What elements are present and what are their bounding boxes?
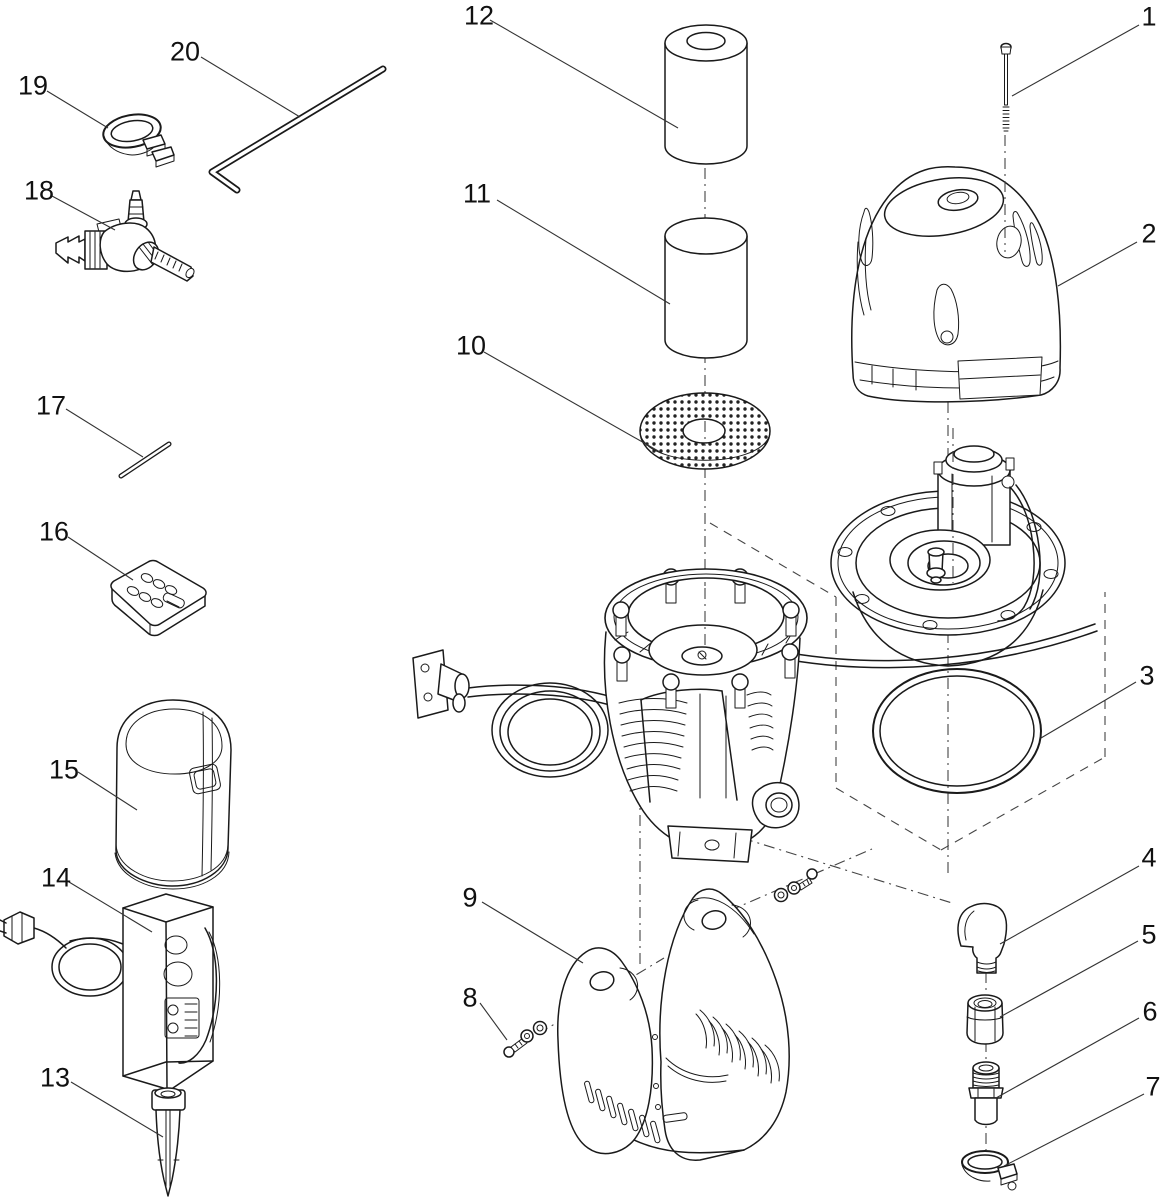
pump-housing [603,568,808,863]
foam-cylinder-bored [664,24,748,165]
cord-plug [0,911,35,945]
leader-line-14 [68,881,153,933]
leader-line-2 [1057,241,1138,287]
leader-line-7 [1003,1093,1145,1167]
mains-plug [412,649,470,719]
bracket-base-slots [584,1080,688,1144]
remote-buttons [126,573,185,609]
front-posts [612,601,800,709]
elbow-outlet [957,902,1008,974]
outlet-spout [751,781,800,829]
leader-line-20 [200,56,301,118]
hose-clamp-ring [102,113,175,168]
leader-line-4 [999,865,1140,945]
flange-bolt-holes [837,496,1059,630]
leader-line-17 [65,408,144,458]
bracket-vent-slots [695,1009,780,1084]
leader-line-11 [496,199,671,305]
leader-line-12 [489,19,679,129]
mounting-bracket [557,888,790,1161]
bracket-screws-left [503,1020,548,1058]
housing-foot [667,825,753,863]
t-hose-connector [55,190,195,282]
hex-key [208,65,387,194]
leader-line-5 [999,940,1139,1018]
flange-valve [926,547,946,584]
cooling-ribs [618,691,774,792]
remote-control [110,559,207,637]
control-box [0,893,221,1091]
leader-line-8 [479,1002,508,1041]
leader-lines [46,19,1145,1167]
hose-clamp-bottom [961,1150,1018,1191]
foam-cylinder [664,217,748,359]
cover-canister [114,699,232,890]
ground-stake [151,1087,186,1197]
leader-line-1 [1011,24,1140,97]
hose-adapter [968,1061,1004,1126]
leader-line-3 [1040,681,1137,739]
leader-line-6 [995,1017,1140,1099]
leader-line-15 [77,771,138,811]
leader-line-18 [51,195,116,231]
union-nut [966,994,1004,1045]
leader-line-19 [46,90,109,129]
o-ring [872,668,1042,794]
leader-line-9 [481,901,584,964]
motor-unit [830,428,1066,667]
leader-line-13 [70,1081,164,1138]
fixing-screw [1000,42,1012,132]
small-pin [118,441,172,479]
bracket-screws-right [773,868,818,903]
screen-disc [639,392,771,470]
dome-cover [851,135,1062,403]
leader-line-16 [67,536,134,581]
leader-line-10 [483,351,661,453]
